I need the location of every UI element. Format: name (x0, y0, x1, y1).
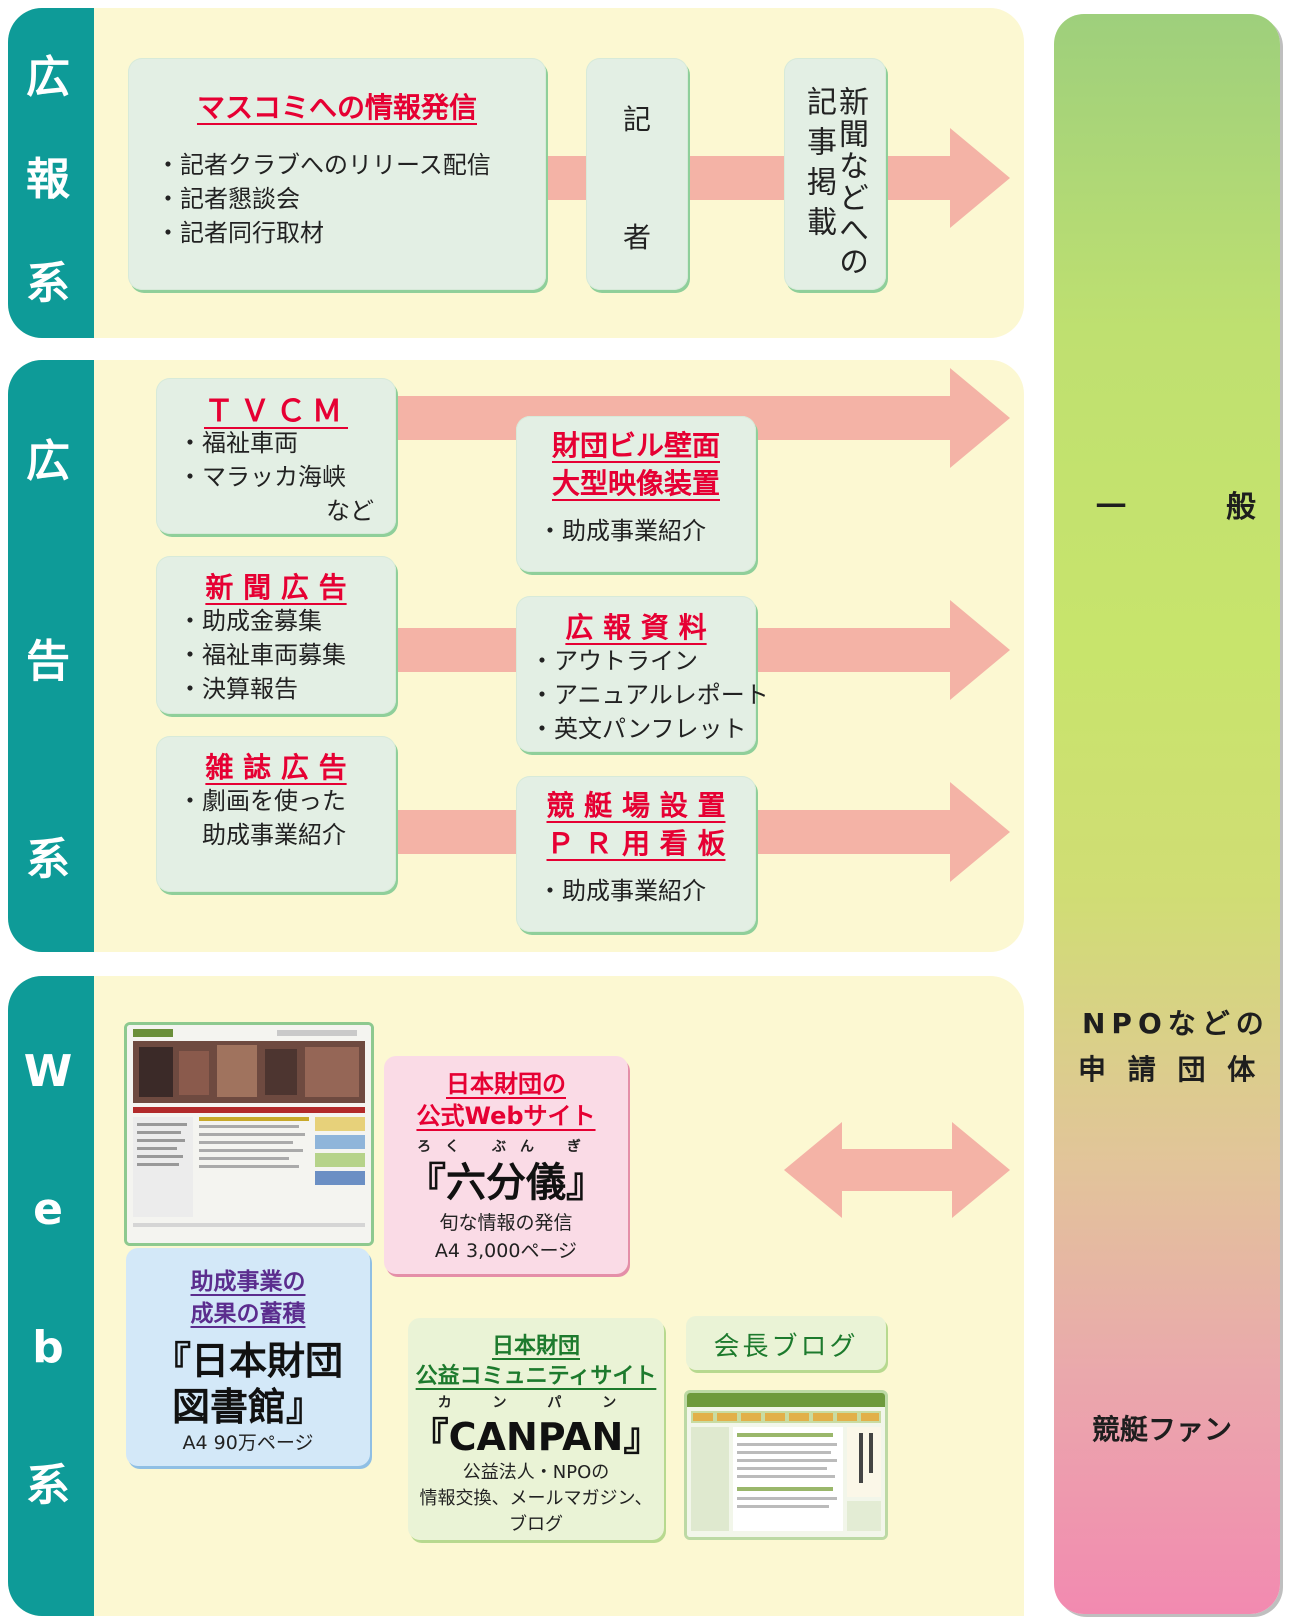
magazine-ad-box: 雑 誌 広 告 ・劇画を使った 助成事業紹介 (156, 736, 396, 892)
web-tab-char: e (33, 1184, 63, 1235)
official-site-desc: 旬な情報の発信 (439, 1212, 573, 1234)
canpan-desc: ブログ (509, 1514, 563, 1535)
building-screen-box: 財団ビル壁面 大型映像装置 ・助成事業紹介 (516, 416, 756, 572)
official-site-desc: A4 3,000ページ (434, 1240, 578, 1262)
media-outreach-item: ・記者クラブへのリリース配信 (156, 151, 491, 179)
web-tab-char: b (32, 1322, 64, 1373)
publication-text-col1: 新聞などへの (833, 86, 868, 278)
canpan-desc: 情報交換、メールマガジン、 (419, 1488, 653, 1509)
target-audience-panel: 一 般 NPOなどの 申 請 団 体 競艇ファン (1054, 14, 1280, 1614)
official-site-title: 公式Webサイト (416, 1102, 596, 1130)
pr-materials-item: ・英文パンフレット (530, 715, 747, 743)
official-site-ruby: ろく ぶん ぎ (417, 1139, 595, 1155)
media-outreach-item: ・記者懇談会 (156, 185, 300, 213)
pr-materials-item: ・アニュアルレポート (530, 681, 769, 709)
tvcm-note: など (326, 497, 374, 525)
boatrace-sign-item: ・助成事業紹介 (538, 877, 706, 905)
koho-arrow-1 (548, 156, 592, 200)
newspaper-ad-item: ・福祉車両募集 (178, 641, 346, 669)
boatrace-sign-title: 競 艇 場 設 置 (546, 789, 726, 822)
tvcm-item: ・マラッカ海峡 (178, 463, 346, 491)
magazine-ad-item: ・劇画を使った (178, 787, 346, 815)
library-name: 図書館』 (171, 1385, 324, 1429)
target-general-char: 般 (1226, 490, 1256, 525)
canpan-name: 『CANPAN』 (410, 1415, 662, 1459)
magazine-ad-item: 助成事業紹介 (178, 821, 346, 849)
koho-tab-char: 系 (26, 258, 70, 309)
publication-box: 新聞などへの 記事掲載 (784, 58, 886, 290)
media-outreach-box: マスコミへの情報発信 ・記者クラブへのリリース配信 ・記者懇談会 ・記者同行取材 (128, 58, 546, 290)
newspaper-ad-item: ・決算報告 (178, 675, 298, 703)
media-outreach-title: マスコミへの情報発信 (196, 91, 477, 124)
tvcm-arrow (396, 368, 1010, 468)
reporter-char: 記 (622, 103, 651, 136)
pr-materials-box: 広 報 資 料 ・アウトライン ・アニュアルレポート ・英文パンフレット (516, 596, 769, 752)
library-name: 『日本財団 (152, 1339, 343, 1383)
koho-arrow-to-panel (886, 128, 1010, 228)
tvcm-item: ・福祉車両 (178, 429, 298, 457)
official-site-title: 日本財団の (446, 1070, 566, 1098)
kokoku-section-tab: 広 告 系 (8, 360, 94, 952)
koho-tab-char: 報 (26, 154, 70, 205)
publication-text-col2: 記事掲載 (801, 86, 836, 246)
newspaper-ad-title: 新 聞 広 告 (205, 571, 347, 604)
canpan-box: 日本財団 公益コミュニティサイト カ ン パ ン 『CANPAN』 公益法人・N… (408, 1318, 664, 1540)
web-tab-char: W (23, 1046, 73, 1097)
target-npo: 申 請 団 体 (1078, 1053, 1262, 1086)
newspaper-ad-item: ・助成金募集 (178, 607, 322, 635)
kokoku-tab-char: 系 (26, 834, 70, 885)
reporter-box: 記 者 (586, 58, 688, 290)
chairman-blog-label: 会長ブログ (713, 1332, 859, 1362)
pr-materials-item: ・アウトライン (530, 647, 698, 675)
koho-arrow-2 (688, 156, 788, 200)
blog-thumbnail-image (687, 1393, 885, 1537)
official-site-screenshot (124, 1022, 374, 1246)
tvcm-box: ＴＶＣＭ ・福祉車両 ・マラッカ海峡 など (156, 378, 396, 534)
web-bidirectional-arrow (784, 1122, 1010, 1218)
kokoku-tab-char: 広 (26, 436, 70, 487)
tvcm-title: ＴＶＣＭ (204, 394, 348, 429)
canpan-title: 公益コミュニティサイト (415, 1364, 657, 1389)
koho-section-tab: 広 報 系 (8, 8, 94, 338)
library-desc: A4 90万ページ (182, 1432, 314, 1454)
canpan-ruby: カ ン パ ン (437, 1395, 635, 1411)
chairman-blog-label-box: 会長ブログ (686, 1316, 886, 1370)
magazine-ad-title: 雑 誌 広 告 (205, 751, 347, 784)
canpan-title: 日本財団 (491, 1334, 580, 1359)
building-screen-title: 大型映像装置 (551, 467, 720, 500)
web-section-tab: W e b 系 (8, 976, 94, 1616)
building-screen-title: 財団ビル壁面 (551, 429, 720, 462)
media-outreach-item: ・記者同行取材 (156, 219, 324, 247)
official-site-name: 『六分儀』 (406, 1160, 606, 1206)
koho-tab-char: 広 (26, 52, 70, 103)
boatrace-sign-box: 競 艇 場 設 置 Ｐ Ｒ 用 看 板 ・助成事業紹介 (516, 776, 756, 932)
library-box: 助成事業の 成果の蓄積 『日本財団 図書館』 A4 90万ページ (126, 1248, 370, 1466)
official-site-box: 日本財団の 公式Webサイト ろく ぶん ぎ 『六分儀』 旬な情報の発信 A4 … (384, 1056, 628, 1274)
kokoku-tab-char: 告 (26, 636, 70, 687)
website-thumbnail-image (127, 1025, 371, 1243)
boatrace-sign-title: Ｐ Ｒ 用 看 板 (546, 827, 726, 860)
building-screen-item: ・助成事業紹介 (538, 517, 706, 545)
reporter-char: 者 (622, 221, 651, 254)
library-title: 成果の蓄積 (190, 1301, 306, 1327)
web-tab-char: 系 (26, 1460, 70, 1511)
canpan-desc: 公益法人・NPOの (462, 1462, 610, 1483)
target-npo: NPOなどの (1082, 1007, 1270, 1040)
target-boatrace-fans: 競艇ファン (1092, 1413, 1233, 1446)
blog-screenshot (684, 1390, 888, 1540)
library-title: 助成事業の (190, 1269, 306, 1295)
newspaper-ad-box: 新 聞 広 告 ・助成金募集 ・福祉車両募集 ・決算報告 (156, 556, 396, 714)
target-general-char: 一 (1096, 490, 1126, 525)
pr-materials-title: 広 報 資 料 (565, 611, 707, 644)
